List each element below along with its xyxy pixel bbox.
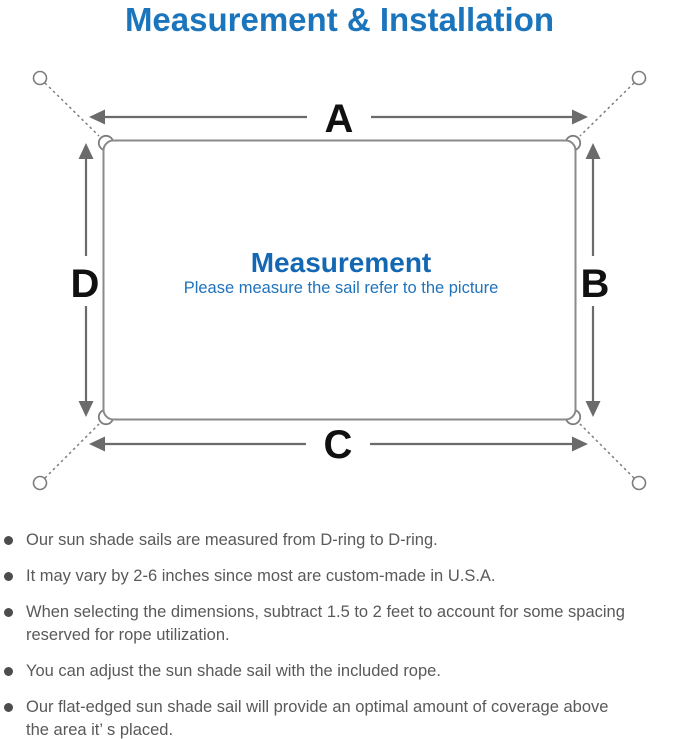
arrowhead-c-right-icon <box>572 436 588 452</box>
rope-line-top-left <box>44 82 100 137</box>
rope-line-top-right <box>579 82 635 137</box>
note-line: Our sun shade sails are measured from D-… <box>26 531 438 549</box>
note-line: Our flat-edged sun shade sail will provi… <box>26 698 609 716</box>
arrowhead-b-down-icon <box>585 401 601 417</box>
dimension-label-b: B <box>581 262 610 306</box>
anchor-ring-top-left-icon <box>32 70 48 86</box>
note-line: the area it’ s placed. <box>26 721 174 739</box>
sail-rectangle <box>102 139 577 421</box>
rope-line-bottom-right <box>579 423 635 479</box>
note-item: Our sun shade sails are measured from D-… <box>4 529 676 552</box>
arrowhead-b-up-icon <box>585 143 601 159</box>
note-line: When selecting the dimensions, subtract … <box>26 603 625 621</box>
bullet-icon <box>4 536 13 545</box>
bullet-icon <box>4 572 13 581</box>
dimension-label-c: C <box>324 423 353 467</box>
note-item: Our flat-edged sun shade sail will provi… <box>4 696 676 739</box>
arrowhead-a-right-icon <box>572 109 588 125</box>
dimension-label-a: A <box>325 97 354 141</box>
rope-line-bottom-left <box>44 423 100 479</box>
center-heading: Measurement <box>251 247 432 278</box>
arrowhead-a-left-icon <box>89 109 105 125</box>
center-subtitle: Please measure the sail refer to the pic… <box>184 279 499 297</box>
measurement-diagram: A B C D Measurement Please measure the s… <box>32 70 647 491</box>
anchor-ring-bottom-right-icon <box>631 475 647 491</box>
notes-list: Our sun shade sails are measured from D-… <box>4 520 676 739</box>
rope-dashed-lines <box>44 82 635 479</box>
note-text: Our flat-edged sun shade sail will provi… <box>26 696 608 739</box>
note-item: It may vary by 2-6 inches since most are… <box>4 565 676 588</box>
note-item: When selecting the dimensions, subtract … <box>4 601 676 647</box>
note-text: You can adjust the sun shade sail with t… <box>26 660 441 683</box>
dimension-arrowheads <box>78 109 601 452</box>
label-backgrounds <box>64 98 616 462</box>
anchor-ring-top-right-icon <box>631 70 647 86</box>
note-text: It may vary by 2-6 inches since most are… <box>26 565 496 588</box>
note-item: You can adjust the sun shade sail with t… <box>4 660 676 683</box>
note-line: You can adjust the sun shade sail with t… <box>26 662 441 680</box>
bullet-icon <box>4 667 13 676</box>
arrowhead-c-left-icon <box>89 436 105 452</box>
note-text: Our sun shade sails are measured from D-… <box>26 529 438 552</box>
arrowhead-d-up-icon <box>78 143 94 159</box>
page-title: Measurement & Installation <box>124 1 555 38</box>
anchor-ring-bottom-left-icon <box>32 475 48 491</box>
anchor-rings <box>32 70 647 491</box>
bullet-icon <box>4 703 13 712</box>
dimension-label-d: D <box>71 262 100 306</box>
arrowhead-d-down-icon <box>78 401 94 417</box>
note-line: It may vary by 2-6 inches since most are… <box>26 567 496 585</box>
note-line: reserved for rope utilization. <box>26 626 230 644</box>
bullet-icon <box>4 608 13 617</box>
note-text: When selecting the dimensions, subtract … <box>26 601 625 647</box>
